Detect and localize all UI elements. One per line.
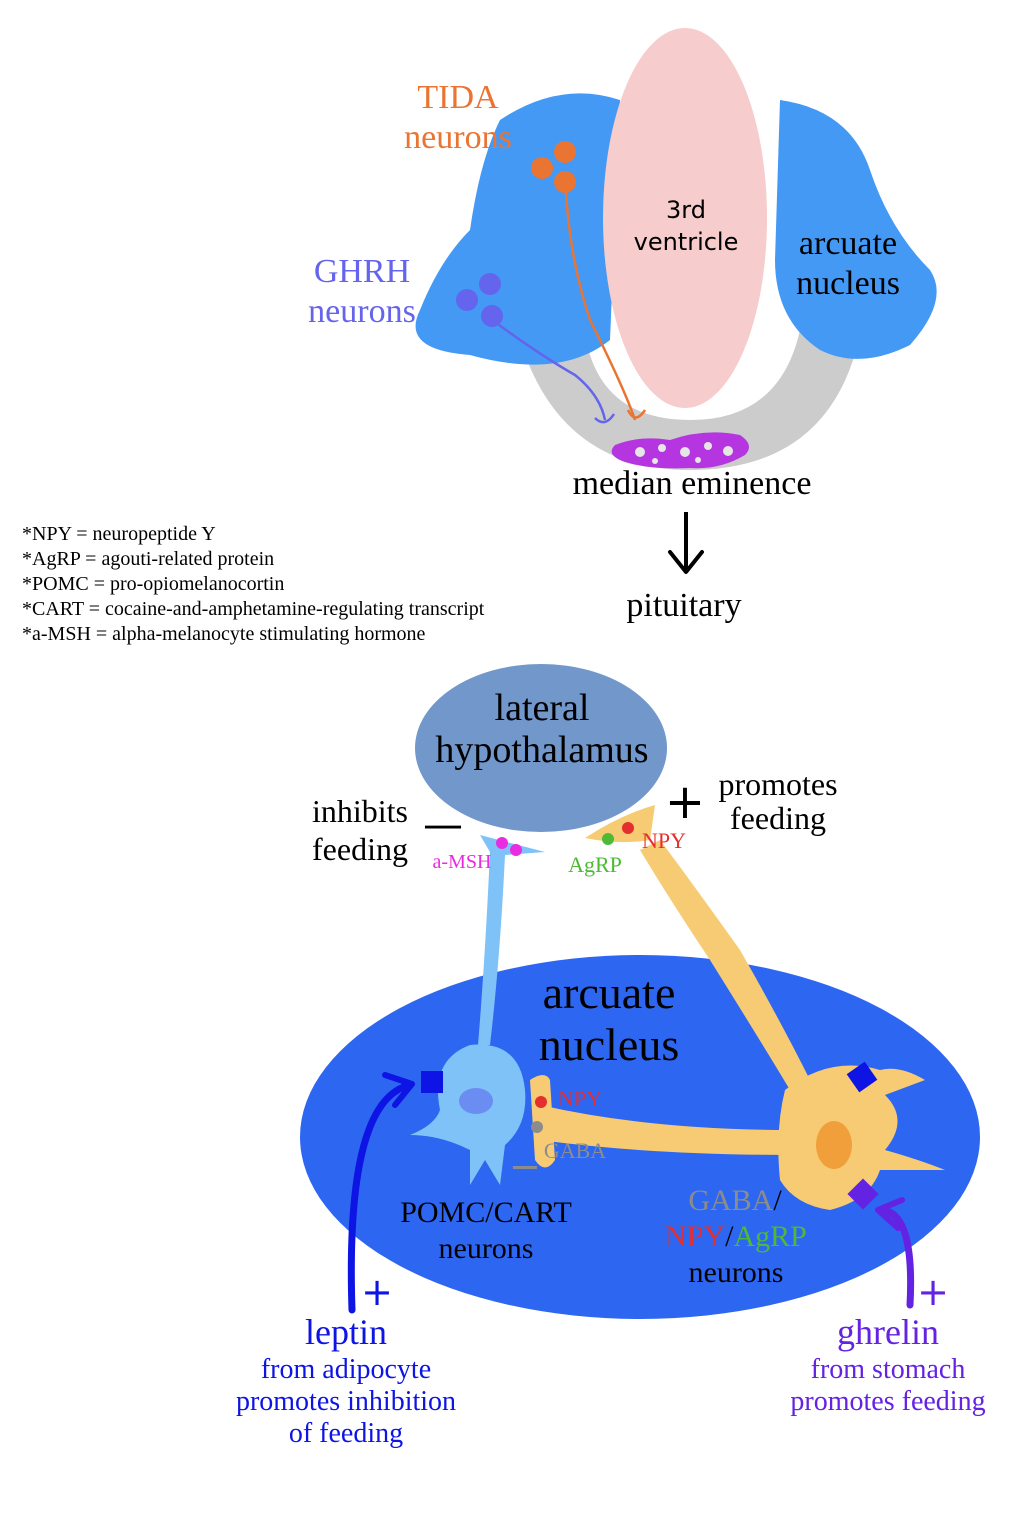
ventricle-label-line2: ventricle — [634, 228, 739, 256]
tida-neurons — [531, 141, 647, 421]
ghrh-label-line2: neurons — [308, 293, 416, 330]
lateral-hypothalamus-label-line1: lateral — [495, 687, 590, 729]
slash: / — [773, 1184, 782, 1217]
ghrelin-receptor-top-icon — [846, 1061, 878, 1093]
lateral-hypothalamus-label-line2: hypothalamus — [435, 729, 648, 771]
gaba-synapse-vesicle — [531, 1121, 543, 1133]
leptin-arrow-icon — [347, 1072, 415, 1314]
leptin-label: leptin — [305, 1312, 387, 1352]
tida-label-line1: TIDA — [417, 79, 499, 116]
ghrh-neurons — [456, 273, 616, 424]
slash: / — [725, 1220, 734, 1253]
npy-word: NPY — [665, 1220, 725, 1253]
agrp-neurons-gaba-label: GABA/ — [688, 1184, 782, 1217]
tida-label-line2: neurons — [404, 119, 512, 156]
agrp-neuron — [530, 805, 945, 1210]
lateral-hypothalamus — [415, 664, 667, 832]
median-eminence-cluster — [611, 432, 749, 469]
amsh-vesicle — [510, 844, 522, 856]
amsh-label: a-MSH — [433, 851, 492, 873]
plus-sign: + — [665, 774, 705, 830]
agrp-vesicle — [602, 833, 614, 845]
arcuate-bottom-label-line2: nucleus — [539, 1019, 680, 1070]
legend-item: *AgRP = agouti-related protein — [22, 548, 274, 570]
leptin-plus-sign: + — [361, 1270, 393, 1314]
ghrelin-arrow-icon — [875, 1197, 915, 1309]
legend-item: *NPY = neuropeptide Y — [22, 523, 216, 545]
ghrelin-plus-sign: + — [917, 1270, 949, 1314]
arcuate-top-label-line1: arcuate — [799, 225, 897, 262]
gaba-synapse-label: GABA — [544, 1138, 606, 1163]
agrp-word: AgRP — [734, 1220, 807, 1253]
leptin-receptor-icon — [421, 1071, 443, 1093]
agrp-neurons-npy-label: NPY/AgRP — [665, 1220, 807, 1253]
legend-item: *POMC = pro-opiomelanocortin — [22, 573, 284, 595]
pomc-label-line1: POMC/CART — [400, 1196, 572, 1229]
third-ventricle — [603, 28, 767, 408]
agrp-neurons-label: neurons — [689, 1256, 784, 1289]
npy-vesicle — [622, 822, 634, 834]
agrp-top-label: AgRP — [568, 852, 622, 877]
abbreviation-legend: *NPY = neuropeptide Y *AgRP = agouti-rel… — [22, 523, 485, 645]
ghrelin-label: ghrelin — [837, 1312, 939, 1352]
inhibits-feeding-label-line1: inhibits — [312, 793, 408, 829]
promotes-feeding-label-line2: feeding — [730, 800, 826, 836]
npy-top-label: NPY — [642, 828, 686, 853]
promotes-feeding-label-line1: promotes — [718, 766, 837, 802]
legend-item: *CART = cocaine-and-amphetamine-regulati… — [22, 598, 485, 620]
arcuate-top-label-line2: nucleus — [796, 265, 900, 302]
ghrelin-effect: promotes feeding — [790, 1386, 985, 1417]
pituitary-label: pituitary — [626, 587, 741, 624]
arcuate-nucleus-right-top — [775, 100, 937, 359]
npy-synapse-label: NPY — [558, 1086, 602, 1111]
gaba-minus-sign — [513, 1166, 537, 1169]
ventricle-label-line1: 3rd — [666, 196, 706, 224]
leptin-effect-line1: promotes inhibition — [236, 1386, 456, 1417]
npy-synapse-vesicle — [535, 1096, 547, 1108]
inhibits-feeding-label-line2: feeding — [312, 831, 408, 867]
legend-item: *a-MSH = alpha-melanocyte stimulating ho… — [22, 623, 426, 645]
gaba-word: GABA — [688, 1184, 773, 1217]
pomc-neuron — [410, 835, 545, 1185]
down-arrow-icon — [668, 512, 704, 574]
leptin-source: from adipocyte — [261, 1354, 431, 1385]
ghrh-label-line1: GHRH — [314, 253, 410, 290]
amsh-vesicle — [496, 837, 508, 849]
leptin-effect-line2: of feeding — [289, 1418, 403, 1449]
pomc-label-line2: neurons — [439, 1232, 534, 1265]
median-eminence-ring — [520, 330, 860, 470]
minus-sign: — — [423, 802, 463, 848]
median-eminence-label: median eminence — [573, 465, 812, 502]
ghrelin-source: from stomach — [811, 1354, 966, 1385]
arcuate-bottom-label-line1: arcuate — [543, 967, 676, 1018]
